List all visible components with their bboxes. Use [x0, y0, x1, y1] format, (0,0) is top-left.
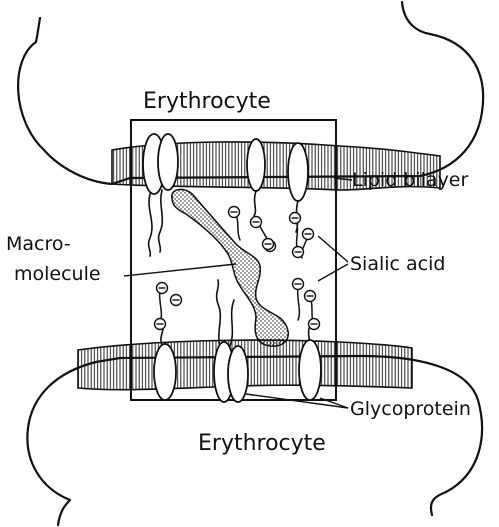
- glycoprotein-upper-2: [158, 134, 178, 190]
- negative-charge-icon: [171, 295, 182, 306]
- negative-charge-icon: [309, 319, 320, 330]
- negative-charge-icon: [251, 217, 262, 228]
- label-sialic-acid: Sialic acid: [350, 253, 445, 275]
- glycoprotein-lower-1: [154, 344, 176, 400]
- negative-charge-icon: [293, 279, 304, 290]
- label-glycoprotein: Glycoprotein: [350, 398, 471, 420]
- label-top-erythrocyte: Erythrocyte: [143, 89, 271, 114]
- glycoprotein-tail: [159, 190, 163, 252]
- leader-macromolecule: [124, 264, 236, 276]
- leader-sialic-acid-2: [318, 264, 348, 281]
- negative-charge-icon: [157, 283, 168, 294]
- label-macromolecule-line1: Macro-: [6, 233, 71, 255]
- negative-charge-icon: [263, 239, 274, 250]
- glycoprotein-lower-4: [299, 340, 321, 400]
- glycoprotein-tail: [149, 194, 152, 256]
- glycoprotein-tail: [230, 300, 234, 346]
- negative-charge-icon: [229, 207, 240, 218]
- negative-charge-icon: [303, 229, 314, 240]
- negative-charge-icon: [155, 319, 166, 330]
- glycoprotein-upper-3: [247, 139, 265, 191]
- negative-charge-icon: [293, 247, 304, 258]
- sialic-chain: [298, 285, 300, 320]
- label-lipid-bilayer: Lipid bilayer: [352, 169, 468, 191]
- glycoprotein-upper-4: [288, 143, 308, 201]
- negative-charge-icon: [305, 291, 316, 302]
- label-bottom-erythrocyte: Erythrocyte: [198, 431, 326, 456]
- leader-sialic-acid-1: [318, 236, 348, 262]
- glycoprotein-lower-3: [228, 346, 248, 402]
- glycoprotein-tail: [217, 280, 221, 348]
- glycoprotein-tail: [254, 191, 256, 216]
- label-macromolecule-line2: molecule: [14, 263, 101, 285]
- negative-charge-icon: [290, 213, 301, 224]
